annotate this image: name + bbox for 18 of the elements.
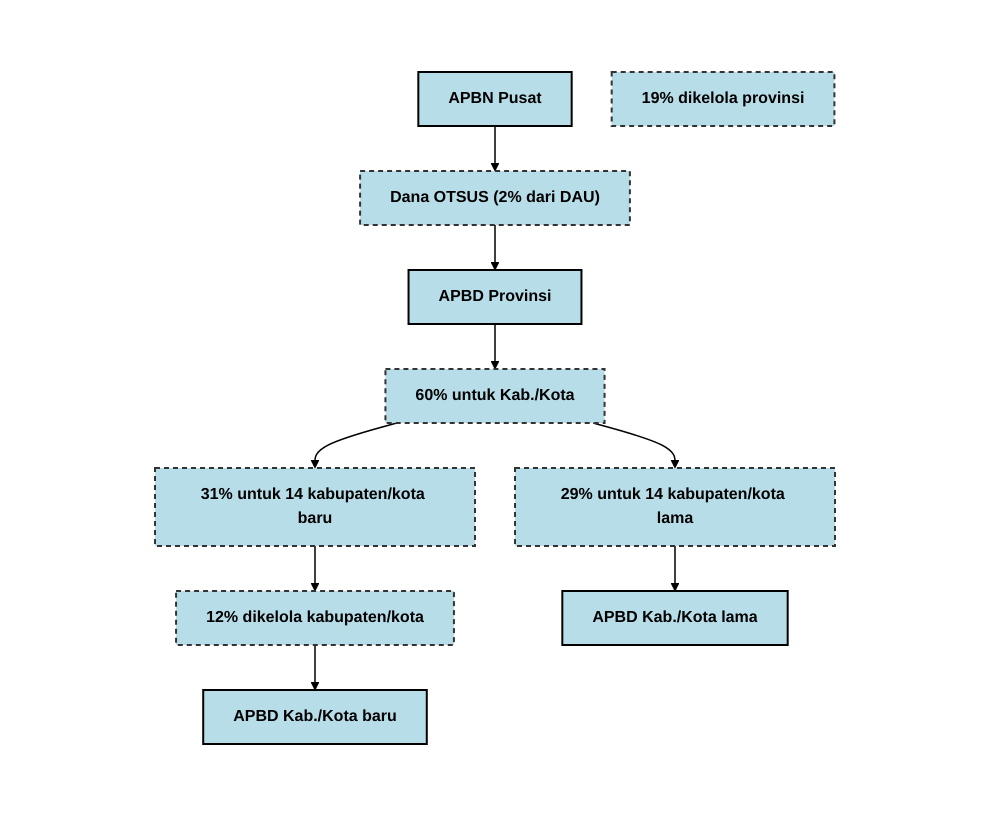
node-box <box>384 368 606 424</box>
node-box <box>202 688 428 744</box>
arrow <box>490 324 499 369</box>
node-box <box>358 170 630 226</box>
node-box <box>560 590 788 646</box>
arrow <box>592 422 679 468</box>
node-box <box>610 70 835 126</box>
arrow <box>310 422 397 468</box>
node-box <box>416 70 572 126</box>
arrow <box>490 126 499 171</box>
node-box <box>514 466 836 546</box>
node-box <box>407 268 582 324</box>
node-box <box>174 590 454 646</box>
arrow <box>310 546 319 591</box>
arrow <box>310 644 319 690</box>
arrow <box>670 546 679 591</box>
node-box <box>154 466 476 546</box>
arrow <box>490 224 499 270</box>
